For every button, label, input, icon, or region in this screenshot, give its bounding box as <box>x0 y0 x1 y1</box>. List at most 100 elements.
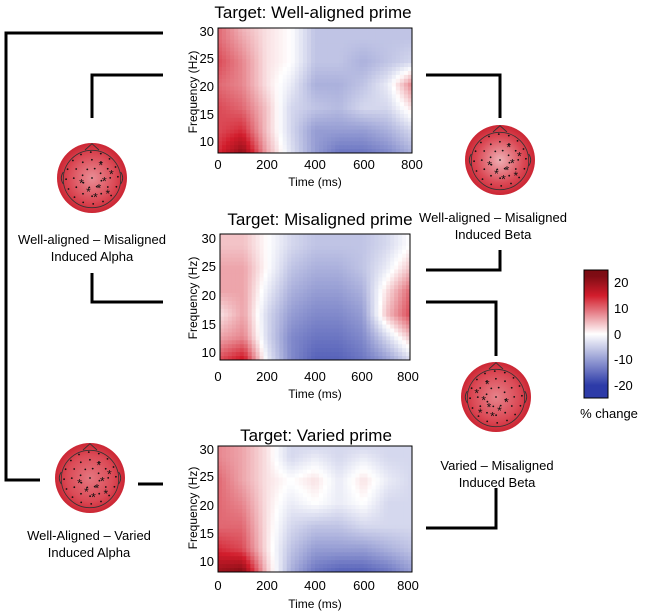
heatmap-cell <box>395 481 401 486</box>
heatmap-cell <box>242 90 247 95</box>
heatmap-cell <box>318 234 324 239</box>
heatmap-cell <box>342 344 348 349</box>
electrode-dot <box>483 150 486 152</box>
heatmap-cell <box>338 348 344 353</box>
colorbar-tick: 10 <box>614 301 628 316</box>
heatmap-cell <box>298 532 304 537</box>
heatmap-cell <box>382 289 387 294</box>
heatmap-cell <box>303 249 308 255</box>
heatmap-cell <box>223 312 229 318</box>
heatmap-cell <box>267 348 272 353</box>
heatmap-cell <box>286 544 292 549</box>
heatmap-cell <box>294 548 300 553</box>
heatmap-cell <box>347 465 352 471</box>
heatmap-cell <box>230 509 235 514</box>
heatmap-cell <box>270 70 275 76</box>
heatmap-cell <box>318 320 324 325</box>
heatmap-cell <box>238 137 243 142</box>
heatmap-cell <box>298 113 304 119</box>
heatmap-cell <box>278 453 284 459</box>
heatmap-cell <box>327 86 332 91</box>
heatmap-cell <box>335 556 340 561</box>
heatmap-cell <box>218 31 223 37</box>
heatmap-cell <box>266 145 271 150</box>
heatmap-cell <box>218 113 223 119</box>
heatmap-cell <box>278 556 284 561</box>
heatmap-cell <box>355 145 360 150</box>
heatmap-cell <box>306 512 312 518</box>
heatmap-cell <box>306 141 312 146</box>
heatmap-cell <box>315 509 320 514</box>
heatmap-cell <box>294 47 300 52</box>
heatmap-cell <box>298 489 304 494</box>
heatmap-cell <box>287 289 292 294</box>
heatmap-cell <box>387 35 393 41</box>
heatmap-cell <box>403 568 409 573</box>
heatmap-cell <box>334 245 340 251</box>
heatmap-cell <box>326 257 332 262</box>
heatmap-cell <box>358 308 363 314</box>
heatmap-cell <box>407 106 413 111</box>
heatmap-cell <box>351 35 356 41</box>
heatmap-cell <box>395 110 401 115</box>
heatmap-cell <box>351 520 356 526</box>
heatmap-cell <box>334 324 340 329</box>
heatmap-cell <box>306 524 312 530</box>
heatmap-cell <box>390 297 395 302</box>
x-axis-label: Time (ms) <box>288 175 342 189</box>
heatmap-cell <box>355 453 360 459</box>
heatmap-cell <box>231 304 237 310</box>
heatmap-cell <box>242 94 247 99</box>
heatmap-cell <box>246 59 251 64</box>
heatmap-cell <box>287 328 292 333</box>
heatmap-cell <box>378 269 383 274</box>
heatmap-cell <box>371 51 377 56</box>
heatmap-cell <box>399 74 405 80</box>
electrode-dot <box>516 140 519 142</box>
heatmap-cell <box>323 544 328 549</box>
heatmap-cell <box>366 332 371 337</box>
heatmap-cell <box>315 47 320 52</box>
heatmap-cell <box>246 133 251 138</box>
heatmap-cell <box>363 457 368 463</box>
heatmap-cell <box>238 74 243 80</box>
electrode-dot <box>109 177 112 179</box>
heatmap-cell <box>338 356 344 361</box>
heatmap-cell <box>359 90 364 95</box>
heatmap-cell <box>230 473 235 478</box>
heatmap-cell <box>334 285 340 290</box>
heatmap-cell <box>287 253 292 259</box>
heatmap-cell <box>366 249 371 255</box>
heatmap-cell <box>227 352 233 357</box>
heatmap-cell <box>331 28 336 33</box>
heatmap-cell <box>282 512 288 518</box>
heatmap-cell <box>367 39 372 45</box>
heatmap-cell <box>295 257 300 262</box>
heatmap-cell <box>243 293 249 298</box>
heatmap-cell <box>231 285 237 290</box>
heatmap-cell <box>407 520 413 526</box>
heatmap-cell <box>339 485 344 490</box>
heatmap-cell <box>290 39 296 45</box>
heatmap-cell <box>291 324 296 329</box>
heatmap-cell <box>403 536 409 541</box>
heatmap-cell <box>398 316 403 322</box>
heatmap-cell <box>367 133 372 138</box>
heatmap-cell <box>407 74 413 80</box>
heatmap-cell <box>222 540 227 545</box>
heatmap-cell <box>347 113 352 119</box>
heatmap-cell <box>290 501 296 506</box>
heatmap-cell <box>391 102 397 107</box>
heatmap-cell <box>387 560 393 565</box>
heatmap-cell <box>351 532 356 537</box>
heatmap-cell <box>267 312 272 318</box>
heatmap-cell <box>274 70 280 76</box>
heatmap-cell <box>290 137 296 142</box>
heatmap-cell <box>270 528 275 534</box>
heatmap-cell <box>218 536 223 541</box>
heatmap-cell <box>350 344 355 349</box>
heatmap-cell <box>363 106 368 111</box>
heatmap-cell <box>355 516 360 522</box>
heatmap-cell <box>270 446 275 451</box>
heatmap-cell <box>222 59 227 64</box>
